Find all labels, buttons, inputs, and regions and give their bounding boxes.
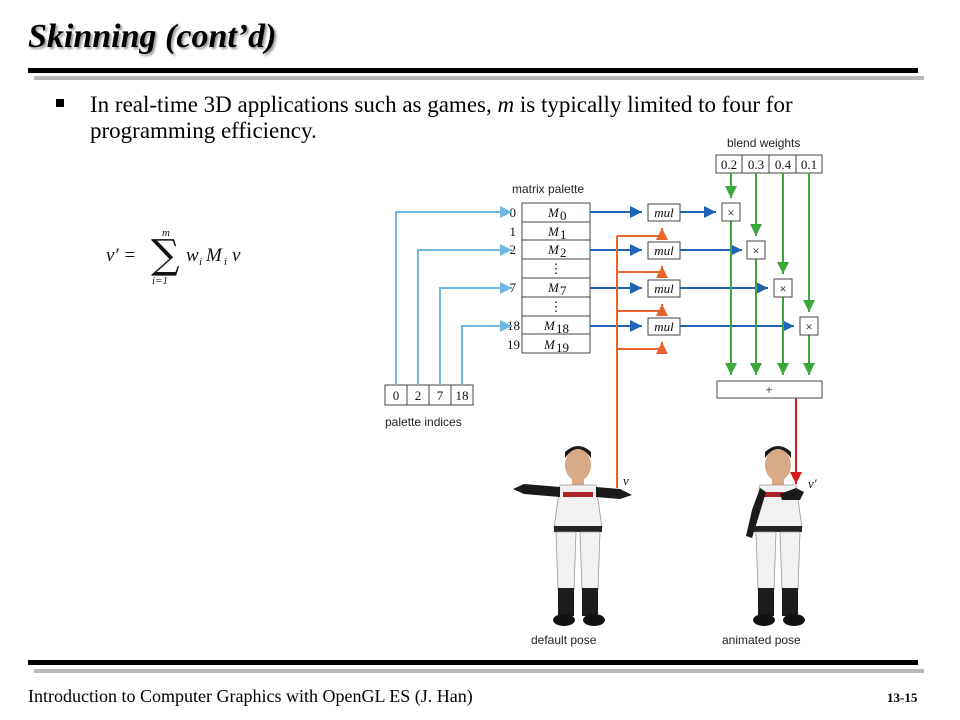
default-pose-figure bbox=[513, 446, 632, 626]
mul-label: mul bbox=[654, 319, 674, 334]
multiply-box: × bbox=[721, 202, 741, 222]
palette-matrix-sub: 2 bbox=[560, 245, 567, 260]
palette-index-cell: 18 bbox=[456, 388, 469, 403]
equation-term-m: M bbox=[205, 245, 223, 266]
palette-indices-label: palette indices bbox=[385, 415, 462, 429]
animated-pose-figure bbox=[746, 446, 805, 626]
multiply-icon: × bbox=[805, 319, 812, 334]
matrix-palette: 0 M 0 1 M 1 2 M 2 ⋮ 7 M 7 ⋮ 18 M 18 19 M… bbox=[507, 202, 591, 355]
palette-matrix: M bbox=[547, 224, 560, 239]
bullet-text-pre: In real-time 3D applications such as gam… bbox=[90, 92, 498, 117]
blend-weight-cell: 0.1 bbox=[801, 157, 817, 172]
bullet-text-post: is typically limited to four for program… bbox=[90, 92, 793, 143]
multiply-box: × bbox=[799, 316, 819, 336]
palette-matrix-sub: 0 bbox=[560, 208, 567, 223]
equation-upper-limit: m bbox=[162, 227, 170, 239]
mul-box: mul bbox=[647, 279, 681, 298]
equation-term-v: v bbox=[232, 245, 241, 266]
palette-ellipsis: ⋮ bbox=[550, 261, 563, 276]
footer-rule-shadow bbox=[34, 669, 924, 673]
title-rule-shadow bbox=[34, 76, 924, 80]
multiply-icon: × bbox=[752, 243, 759, 258]
palette-matrix: M bbox=[543, 318, 556, 333]
bullet-variable-m: m bbox=[497, 92, 515, 117]
palette-matrix-sub: 18 bbox=[556, 321, 569, 336]
palette-matrix: M bbox=[547, 242, 560, 257]
palette-index-cell: 2 bbox=[415, 388, 422, 403]
plus-icon: + bbox=[765, 382, 772, 397]
vertex-arrows bbox=[616, 228, 668, 488]
blend-weight-cell: 0.2 bbox=[721, 157, 737, 172]
palette-ellipsis: ⋮ bbox=[550, 299, 563, 314]
equation-sum-symbol: ∑ bbox=[151, 232, 180, 278]
footer-text: Introduction to Computer Graphics with O… bbox=[28, 686, 473, 706]
palette-matrix-sub: 1 bbox=[560, 227, 567, 242]
matrix-arrows bbox=[590, 206, 794, 332]
sum-box: + bbox=[716, 380, 823, 399]
palette-matrix-sub: 7 bbox=[560, 283, 567, 298]
equation-lower-limit: i=1 bbox=[152, 275, 168, 287]
equation-term-m-sub: i bbox=[224, 256, 227, 268]
skinning-equation: v′ = m ∑ i=1 w i M i v bbox=[106, 227, 241, 287]
palette-index-cell: 0 bbox=[393, 388, 400, 403]
palette-matrix: M bbox=[547, 280, 560, 295]
multiply-box: × bbox=[746, 240, 766, 260]
bullet-square-icon bbox=[56, 99, 64, 107]
animated-pose-label: animated pose bbox=[722, 633, 801, 647]
multiply-box: × bbox=[773, 278, 793, 298]
palette-row-index: 0 bbox=[510, 205, 517, 220]
blend-weights-box: 0.2 0.3 0.4 0.1 bbox=[715, 154, 823, 174]
palette-row-index: 1 bbox=[510, 224, 517, 239]
blend-weight-cell: 0.4 bbox=[775, 157, 792, 172]
page-number: 13-15 bbox=[887, 690, 918, 705]
blend-weight-cell: 0.3 bbox=[748, 157, 764, 172]
equation-term-w: w bbox=[186, 245, 199, 266]
multiply-icon: × bbox=[727, 205, 734, 220]
mul-box: mul bbox=[647, 203, 681, 222]
blend-weights-label: blend weights bbox=[727, 136, 800, 150]
index-arrows bbox=[395, 206, 512, 385]
bullet-item: In real-time 3D applications such as gam… bbox=[56, 92, 916, 144]
palette-indices-box: 0 2 7 18 bbox=[384, 384, 474, 406]
equation-term-w-sub: i bbox=[199, 256, 202, 268]
palette-matrix: M bbox=[543, 337, 556, 352]
palette-matrix: M bbox=[547, 205, 560, 220]
palette-index-cell: 7 bbox=[437, 388, 444, 403]
footer-rule bbox=[28, 660, 918, 665]
default-pose-label: default pose bbox=[531, 633, 597, 647]
transformed-vertex-label: v′ bbox=[808, 476, 817, 491]
matrix-palette-label: matrix palette bbox=[512, 182, 584, 196]
mul-label: mul bbox=[654, 205, 674, 220]
palette-row-index: 2 bbox=[510, 242, 517, 257]
weight-arrows bbox=[725, 173, 815, 375]
mul-box: mul bbox=[647, 241, 681, 260]
bullet-text: In real-time 3D applications such as gam… bbox=[90, 92, 916, 144]
vertex-label: v bbox=[623, 473, 629, 488]
mul-box: mul bbox=[647, 317, 681, 336]
mul-label: mul bbox=[654, 281, 674, 296]
mul-label: mul bbox=[654, 243, 674, 258]
palette-matrix-sub: 19 bbox=[556, 340, 569, 355]
multiply-icon: × bbox=[779, 281, 786, 296]
palette-row-index: 7 bbox=[510, 280, 517, 295]
slide-title: Skinning (cont’d) bbox=[28, 18, 277, 55]
palette-row-index: 19 bbox=[507, 337, 520, 352]
title-rule bbox=[28, 68, 918, 73]
equation-lhs: v′ = bbox=[106, 245, 136, 266]
